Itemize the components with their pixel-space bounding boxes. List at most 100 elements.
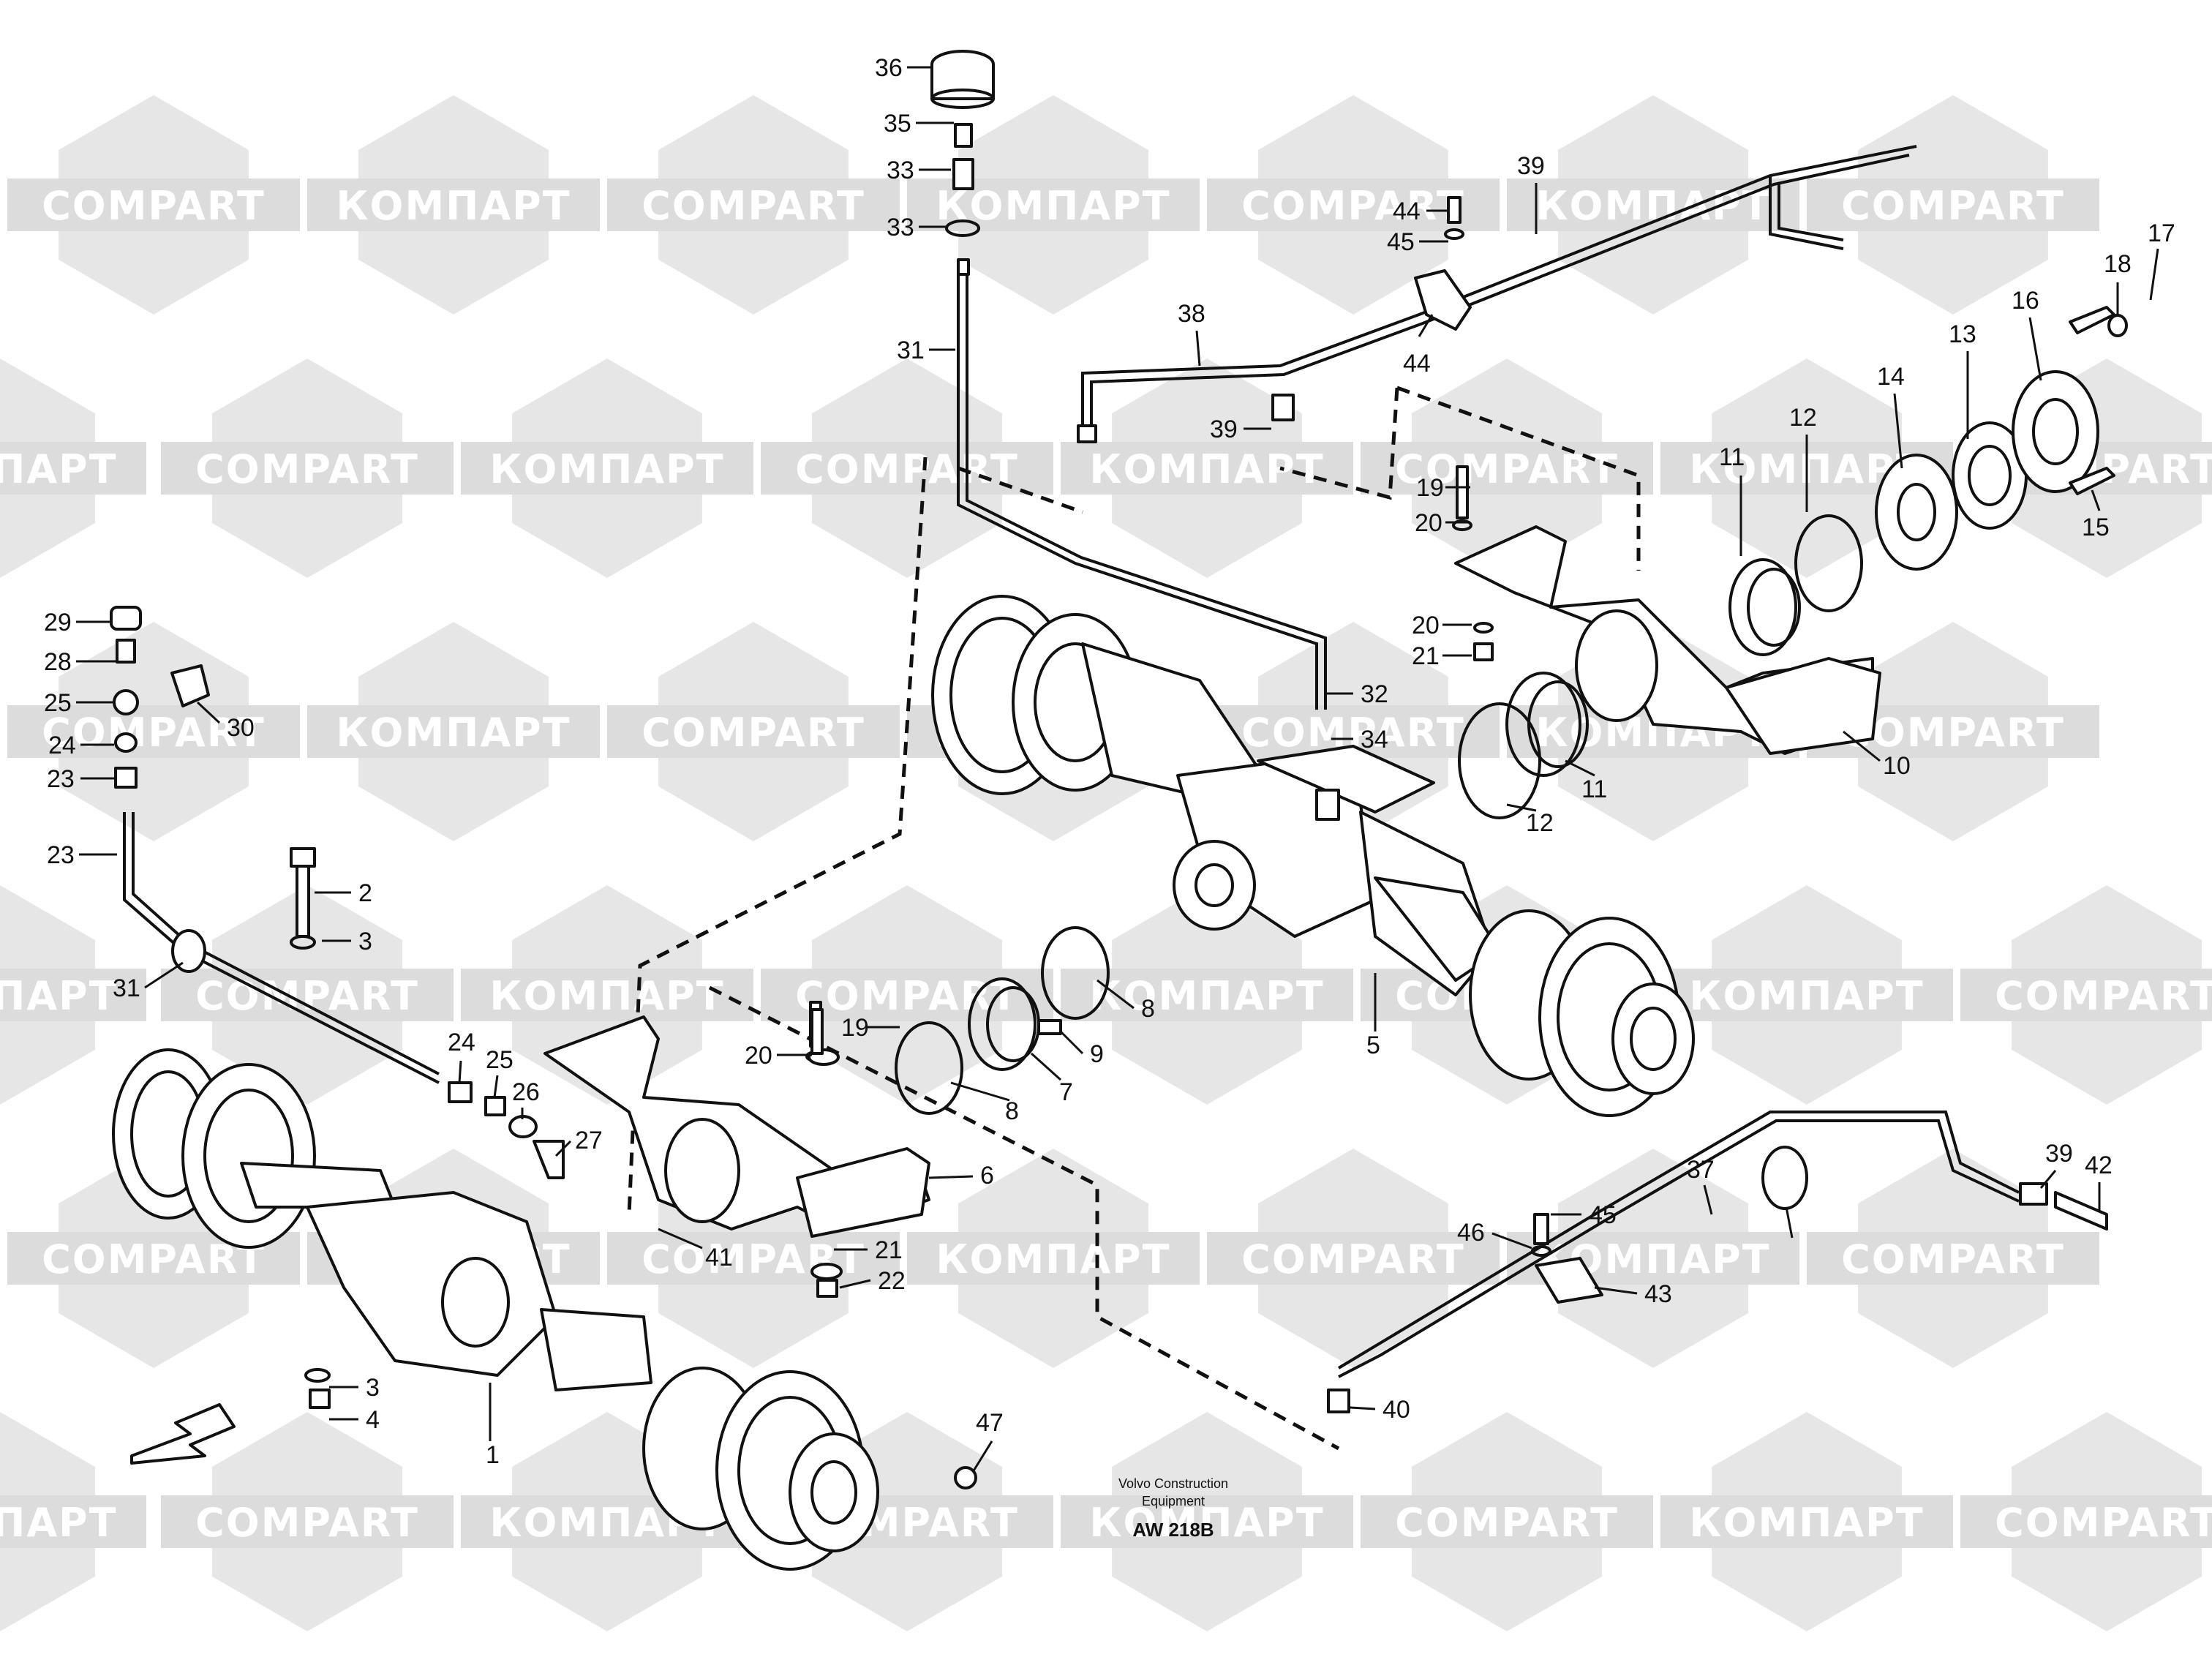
watermark-text: КОМПАРТ [0,1500,118,1546]
callout-29: 30 [227,714,255,742]
watermark-text: КОМПАРТ [936,183,1170,229]
callout-8: 8 [1141,995,1155,1023]
watermark-band [461,969,753,1021]
watermark-band [0,1495,146,1548]
callout-2: 2 [358,879,372,907]
watermark-text: COMPART [795,973,1019,1019]
front-axle [112,1048,879,1571]
front-cradle [543,1015,930,1238]
watermark-band [161,1495,454,1548]
watermark-band [461,442,753,495]
watermark-text: КОМПАРТ [1089,973,1324,1019]
watermark-band [161,442,454,495]
callout-23: 23 [47,765,75,793]
watermark-band [1660,969,1953,1021]
callout-33: 33 [887,214,914,241]
callout-20: 21 [875,1236,903,1264]
watermark-text: КОМПАРТ [336,710,571,756]
callout-9: 9 [1090,1040,1104,1068]
callout-44: 44 [1393,198,1421,225]
watermark-text: COMPART [1241,183,1465,229]
callout-31: 32 [1361,680,1388,708]
pipes [123,145,2020,1378]
callout-39: 39 [2045,1140,2073,1168]
callout-44: 45 [1589,1201,1617,1229]
callout-38: 39 [1517,152,1545,180]
watermark-text: КОМПАРТ [0,973,118,1019]
callout-43: 44 [1403,350,1431,377]
callout-35: 36 [875,54,903,82]
leader-lines [76,66,2159,1473]
callout-4: 4 [366,1406,380,1434]
callout-45: 46 [1457,1219,1485,1247]
watermark-text: КОМПАРТ [1689,1500,1924,1546]
callout-6: 6 [980,1162,994,1190]
callout-40: 41 [705,1244,733,1271]
watermark-text: КОМПАРТ [1689,973,1924,1019]
callout-24: 25 [486,1046,514,1074]
watermark-text: КОМПАРТ [936,1236,1170,1282]
watermark-band [1960,969,2212,1021]
watermark-band [1207,1232,1500,1285]
watermark-text: COMPART [1841,183,2065,229]
watermark-band [1061,442,1353,495]
watermark-band [1361,1495,1653,1548]
callout-15: 15 [2082,514,2110,541]
callout-41: 42 [2085,1151,2113,1179]
watermark-text: COMPART [642,183,865,229]
footer-line-2: Equipment [1142,1494,1205,1508]
arrow-left-down-icon [130,1403,236,1465]
callout-20: 20 [1412,612,1440,639]
callout-31: 31 [897,337,925,364]
fittings [110,50,2128,1489]
callout-34: 35 [884,110,911,138]
watermark-band [1061,1495,1353,1548]
callout-7: 7 [1059,1078,1073,1106]
watermark-band [7,705,300,758]
callout-17: 17 [2148,219,2175,247]
callout-20: 20 [745,1042,772,1070]
callout-21: 22 [878,1267,906,1295]
callout-10: 10 [1883,752,1911,780]
rear-cradle [1454,525,1881,755]
callout-11: 11 [1581,775,1607,803]
watermark-text: COMPART [1395,446,1619,492]
callout-18: 18 [2104,250,2132,278]
watermark-text: COMPART [1995,1500,2212,1546]
callout-33: 34 [1361,726,1388,754]
callout-3: 3 [358,928,372,955]
callout-3: 3 [366,1374,380,1402]
callout-36: 37 [1687,1156,1715,1184]
watermark-text: COMPART [1995,973,2212,1019]
callout-30: 31 [113,974,140,1002]
watermark-text: COMPART [42,183,266,229]
watermark-band [607,705,900,758]
callout-12: 12 [1526,809,1554,837]
watermark-text: КОМПАРТ [0,446,118,492]
callout-46: 47 [976,1409,1004,1437]
callout-11: 11 [1719,443,1745,471]
callout-45: 45 [1387,228,1415,256]
callout-13: 13 [1949,320,1976,348]
callout-42: 43 [1644,1280,1672,1308]
watermark-band [161,969,454,1021]
watermark-band [607,179,900,231]
watermark-text: COMPART [1841,1236,2065,1282]
callout-39: 40 [1382,1396,1410,1424]
footer-code: AW 218B [1132,1519,1214,1541]
callout-39: 39 [1210,416,1238,443]
watermark-text: КОМПАРТ [489,973,724,1019]
rear-axle [931,595,1695,1117]
watermark-band [0,969,146,1021]
watermark-text: КОМПАРТ [1089,446,1324,492]
seal-rings [895,370,2099,1115]
callout-27: 28 [44,648,72,676]
callout-1: 1 [486,1441,500,1469]
callout-19: 19 [1416,474,1444,502]
watermark-band [907,1232,1200,1285]
callout-32: 33 [887,157,914,184]
watermark-band [1361,442,1653,495]
watermark-text: COMPART [42,1236,266,1282]
